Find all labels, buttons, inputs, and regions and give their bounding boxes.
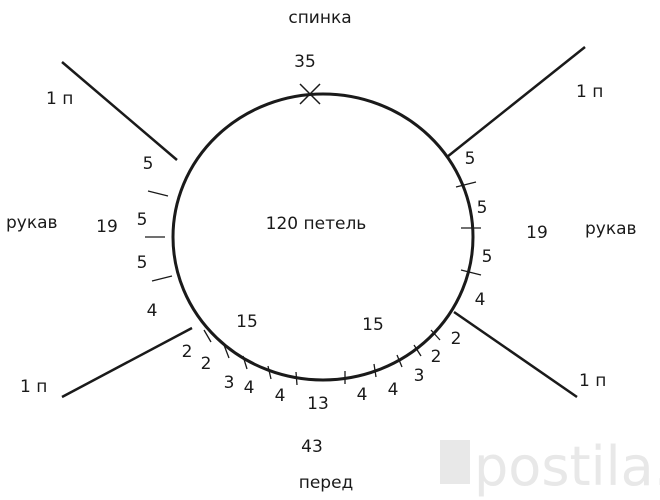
sleeve-right-label: рукав (585, 219, 637, 239)
front-mark: 3 (414, 366, 425, 386)
tick-marks (145, 181, 482, 386)
right-sleeve-mark: 5 (465, 149, 476, 169)
left-sleeve-mark: 5 (137, 253, 148, 273)
neckline-ellipse (171, 92, 475, 382)
front-mark: 2 (451, 329, 462, 349)
front-mark: 13 (307, 394, 329, 414)
sleeve-left-label: рукав (6, 213, 58, 233)
front-mark: 2 (201, 354, 212, 374)
watermark-text: postila.ru (474, 435, 660, 498)
back-label: спинка (288, 8, 351, 28)
raglan-line-top-right (446, 46, 586, 158)
front-mark: 2 (431, 347, 442, 367)
front-mark: 4 (388, 380, 399, 400)
right-sleeve-mark: 5 (477, 198, 488, 218)
front-left-15: 15 (236, 312, 258, 332)
left-sleeve-mark: 4 (147, 301, 158, 321)
raglan-line-top-left (61, 61, 178, 161)
raglan-label-top-left: 1 п (46, 89, 73, 109)
front-mark: 2 (182, 342, 193, 362)
raglan-label-top-right: 1 п (576, 82, 603, 102)
front-mark: 4 (275, 386, 286, 406)
center-stitch-count: 120 петель (266, 214, 367, 234)
back-count: 35 (294, 52, 316, 72)
right-sleeve-mark: 5 (482, 247, 493, 267)
front-count: 43 (301, 437, 323, 457)
raglan-label-bottom-left: 1 п (20, 377, 47, 397)
raglan-line-bottom-right (453, 310, 578, 399)
left-sleeve-mark: 5 (143, 154, 154, 174)
watermark: postila.ru (440, 435, 660, 498)
front-mark: 3 (224, 373, 235, 393)
front-right-15: 15 (362, 315, 384, 335)
right-sleeve-mark: 4 (475, 290, 486, 310)
back-center-marker (299, 83, 321, 105)
front-label: перед (299, 473, 354, 493)
front-mark: 4 (244, 378, 255, 398)
raglan-line-bottom-left (61, 326, 193, 399)
front-mark: 4 (357, 385, 368, 405)
raglan-label-bottom-right: 1 п (579, 371, 606, 391)
watermark-logo-icon (440, 440, 470, 484)
left-sleeve-mark: 5 (137, 210, 148, 230)
sleeve-left-count: 19 (96, 217, 118, 237)
sleeve-right-count: 19 (526, 223, 548, 243)
